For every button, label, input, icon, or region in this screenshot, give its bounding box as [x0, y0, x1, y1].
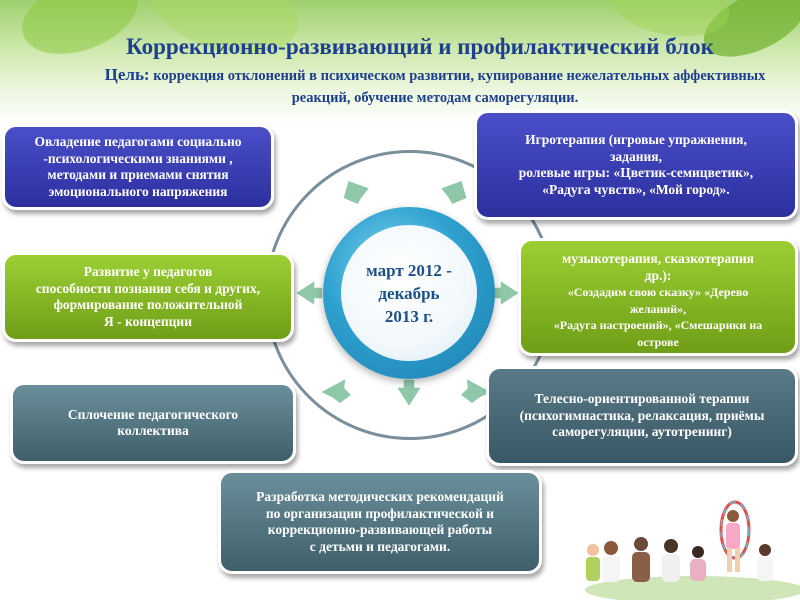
arrow-icon [491, 278, 522, 308]
center-line-3: 2013 г. [384, 306, 434, 326]
box-line: по организации профилактической и [265, 505, 495, 521]
box-line: «Создадим свою сказку» «Дерево [567, 285, 749, 299]
goal-statement: Цель: коррекция отклонений в психическом… [90, 64, 780, 109]
box-line: Игротерапия (игровые упражнения, [525, 132, 747, 147]
arrow-icon [293, 278, 324, 308]
goal-text: коррекция отклонений в психическом разви… [153, 68, 766, 106]
box-line: ролевые игры: «Цветик-семицветик», [518, 165, 754, 180]
family-illustration [585, 500, 800, 600]
center-line-1: март 2012 - [366, 260, 452, 280]
center-line-2: декабрь [378, 283, 440, 303]
box-line: Телесно-ориентированной терапии [534, 391, 750, 407]
page-title: Коррекционно-развивающий и профилактичес… [126, 34, 714, 59]
box-line: задания, [609, 148, 662, 164]
box-line: (психогимнастика, релаксация, приёмы [519, 407, 765, 423]
box-game-therapy: Игротерапия (игровые упражнения, задания… [474, 110, 798, 220]
arrow-icon [394, 378, 424, 409]
box-methodical-recommendations: Разработка методических рекомендаций по … [218, 470, 542, 574]
box-line: музыкотерапия, сказкотерапия [562, 251, 754, 266]
box-line: Развитие у педагогов [83, 264, 213, 279]
box-line: Сплочение педагогического [67, 406, 239, 422]
box-line: с детьми и педагогами. [309, 538, 451, 554]
box-line: методами и приемами снятия [47, 167, 229, 182]
box-line: формирование положительной [53, 297, 243, 312]
box-line: эмоционального напряжения [48, 183, 228, 199]
box-line: «Радуга чувств», «Мой город». [542, 181, 730, 197]
box-team-cohesion: Сплочение педагогического коллектива [10, 382, 296, 464]
box-art-therapy: музыкотерапия, сказкотерапия др.): «Созд… [518, 238, 798, 356]
box-line: коррекционно-развивающей работы [267, 522, 493, 537]
box-line: Я - концепции [103, 313, 192, 329]
arrow-icon [458, 376, 494, 405]
box-line: -психологическими знаниями , [43, 150, 233, 166]
box-line: Разработка методических рекомендаций [256, 489, 504, 504]
box-line: коллектива [117, 423, 189, 438]
box-line: способности познания себя и других, [35, 280, 261, 296]
box-line: др.): [644, 267, 672, 283]
header-background [0, 0, 800, 125]
arrow-icon [339, 179, 372, 209]
box-line: острове [637, 334, 679, 349]
box-line: Овладение педагогами социально [34, 134, 242, 149]
box-body-therapy: Телесно-ориентированной терапии (психоги… [486, 366, 798, 466]
arrow-icon [438, 179, 471, 209]
box-line: желаний», [629, 301, 687, 316]
box-line: саморегуляции, аутотренинг) [552, 424, 732, 440]
box-self-cognition: Развитие у педагогов способности познани… [2, 252, 294, 342]
arrow-icon [318, 376, 354, 405]
box-line: «Радуга настроений», «Смешарики на [553, 318, 763, 332]
center-circle: март 2012 - декабрь 2013 г. [341, 225, 477, 361]
box-pedagog-knowledge: Овладение педагогами социально -психолог… [2, 124, 274, 210]
goal-label: Цель: [104, 65, 150, 84]
